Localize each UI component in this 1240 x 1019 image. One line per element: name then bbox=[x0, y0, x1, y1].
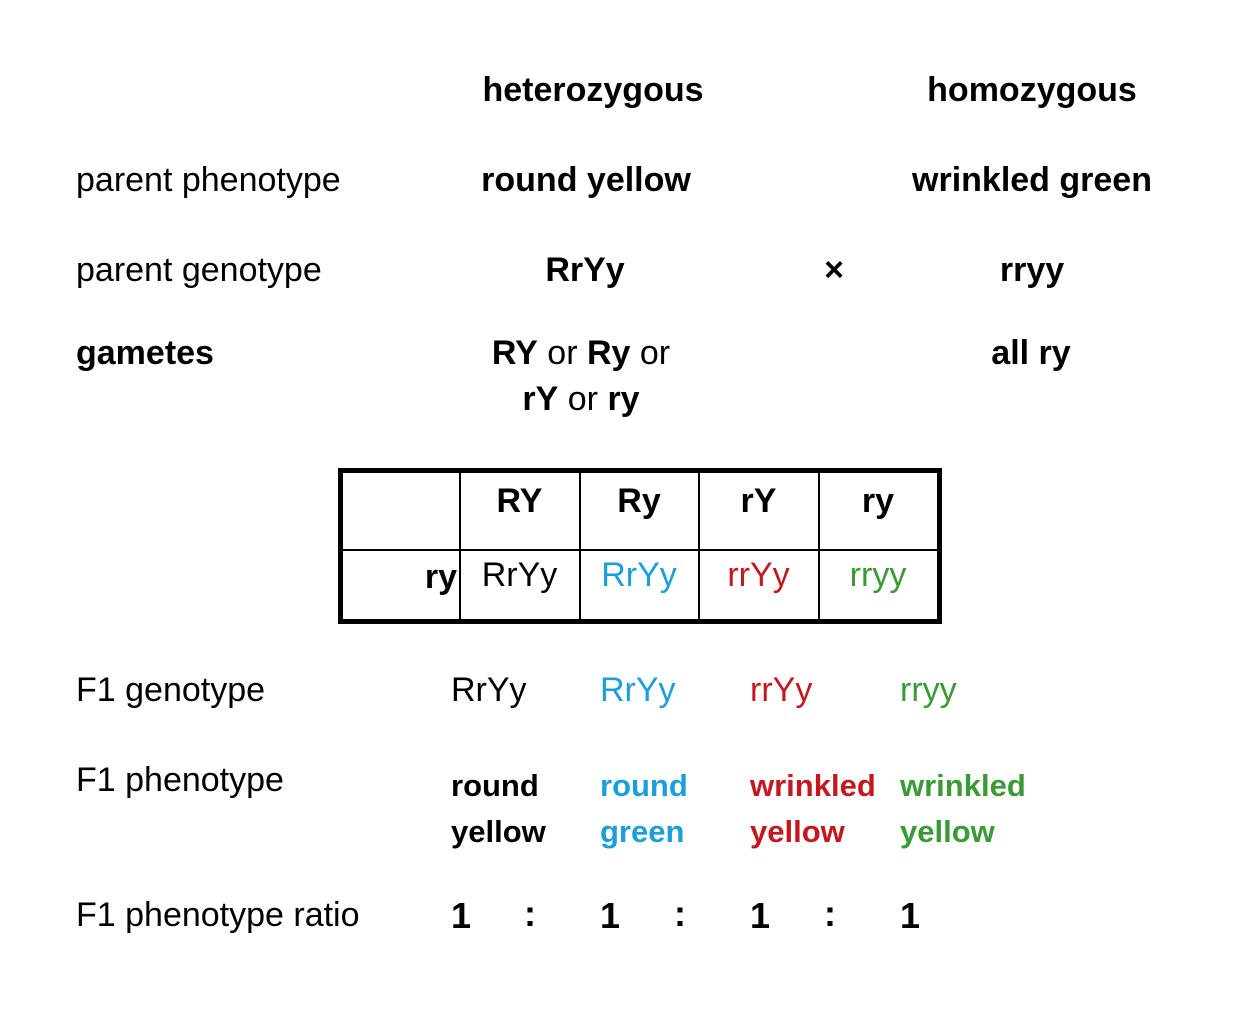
f1-ratio-label: F1 phenotype ratio bbox=[76, 896, 360, 934]
f1-phenotype-1: round yellow bbox=[451, 763, 546, 855]
f1-ratio-4: 1 bbox=[900, 895, 921, 936]
f1-ratio-separator-2: : bbox=[674, 893, 686, 934]
punnett-col-header-ry: ry bbox=[861, 481, 895, 520]
parent-phenotype-right: wrinkled green bbox=[912, 161, 1152, 199]
f1-phenotype-1-line1: round bbox=[451, 768, 539, 803]
homozygous-header: homozygous bbox=[927, 71, 1137, 109]
gamete-ry: ry bbox=[607, 380, 640, 418]
f1-phenotype-3-line1: wrinkled bbox=[750, 768, 876, 803]
gamete-or-3: or bbox=[558, 380, 608, 418]
f1-genotype-1: RrYy bbox=[451, 671, 527, 709]
punnett-cell-3: rrYy bbox=[727, 556, 790, 594]
cross-symbol: × bbox=[824, 251, 844, 289]
parent-phenotype-label: parent phenotype bbox=[76, 161, 341, 199]
gametes-label: gametes bbox=[76, 334, 214, 372]
punnett-row-divider bbox=[343, 549, 937, 551]
f1-genotype-3: rrYy bbox=[750, 671, 813, 709]
punnett-col-divider-3 bbox=[698, 473, 700, 619]
gamete-or-1: or bbox=[537, 334, 587, 372]
punnett-row-header-ry: ry bbox=[424, 558, 457, 596]
f1-phenotype-4: wrinkled yellow bbox=[900, 763, 1026, 855]
punnett-col-header-RY: RY bbox=[496, 481, 543, 520]
punnett-col-header-rY: rY bbox=[740, 481, 777, 520]
f1-ratio-1: 1 bbox=[451, 895, 472, 936]
f1-phenotype-2-line2: green bbox=[600, 814, 685, 849]
f1-phenotype-3: wrinkled yellow bbox=[750, 763, 876, 855]
f1-ratio-separator-3: : bbox=[824, 893, 836, 934]
parent-phenotype-left: round yellow bbox=[481, 161, 691, 199]
gamete-rY: rY bbox=[522, 380, 559, 418]
f1-ratio-3: 1 bbox=[750, 895, 771, 936]
punnett-col-divider-2 bbox=[579, 473, 581, 619]
gametes-left: RY or Ry or rY or ry bbox=[492, 330, 670, 422]
punnett-col-divider-1 bbox=[459, 473, 461, 619]
f1-phenotype-4-line1: wrinkled bbox=[900, 768, 1026, 803]
gamete-or-2: or bbox=[630, 334, 671, 372]
punnett-col-header-Ry: Ry bbox=[617, 481, 661, 520]
f1-phenotype-label: F1 phenotype bbox=[76, 761, 284, 799]
f1-genotype-4: rryy bbox=[900, 671, 957, 709]
punnett-cell-4: rryy bbox=[849, 556, 907, 594]
punnett-col-divider-4 bbox=[818, 473, 820, 619]
f1-phenotype-3-line2: yellow bbox=[750, 814, 845, 849]
f1-ratio-2: 1 bbox=[600, 895, 621, 936]
gametes-left-line2: rY or ry bbox=[492, 376, 670, 422]
f1-genotype-label: F1 genotype bbox=[76, 671, 266, 709]
parent-genotype-label: parent genotype bbox=[76, 251, 322, 289]
f1-phenotype-1-line2: yellow bbox=[451, 814, 546, 849]
punnett-cell-2: RrYy bbox=[601, 556, 677, 594]
f1-phenotype-2-line1: round bbox=[600, 768, 688, 803]
parent-genotype-right: rryy bbox=[999, 251, 1065, 289]
punnett-cell-1: RrYy bbox=[481, 556, 558, 594]
gamete-RY: RY bbox=[491, 334, 538, 372]
gametes-right: all ry bbox=[991, 334, 1071, 372]
f1-phenotype-2: round green bbox=[600, 763, 688, 855]
punnett-square: RY Ry rY ry ry RrYy RrYy rrYy rryy bbox=[338, 468, 942, 624]
parent-genotype-left: RrYy bbox=[545, 251, 625, 289]
gamete-Ry: Ry bbox=[586, 334, 631, 372]
f1-phenotype-4-line2: yellow bbox=[900, 814, 995, 849]
f1-ratio-separator-1: : bbox=[524, 893, 536, 934]
heterozygous-header: heterozygous bbox=[482, 71, 704, 109]
gametes-left-line1: RY or Ry or bbox=[492, 330, 670, 376]
f1-genotype-2: RrYy bbox=[600, 671, 676, 709]
